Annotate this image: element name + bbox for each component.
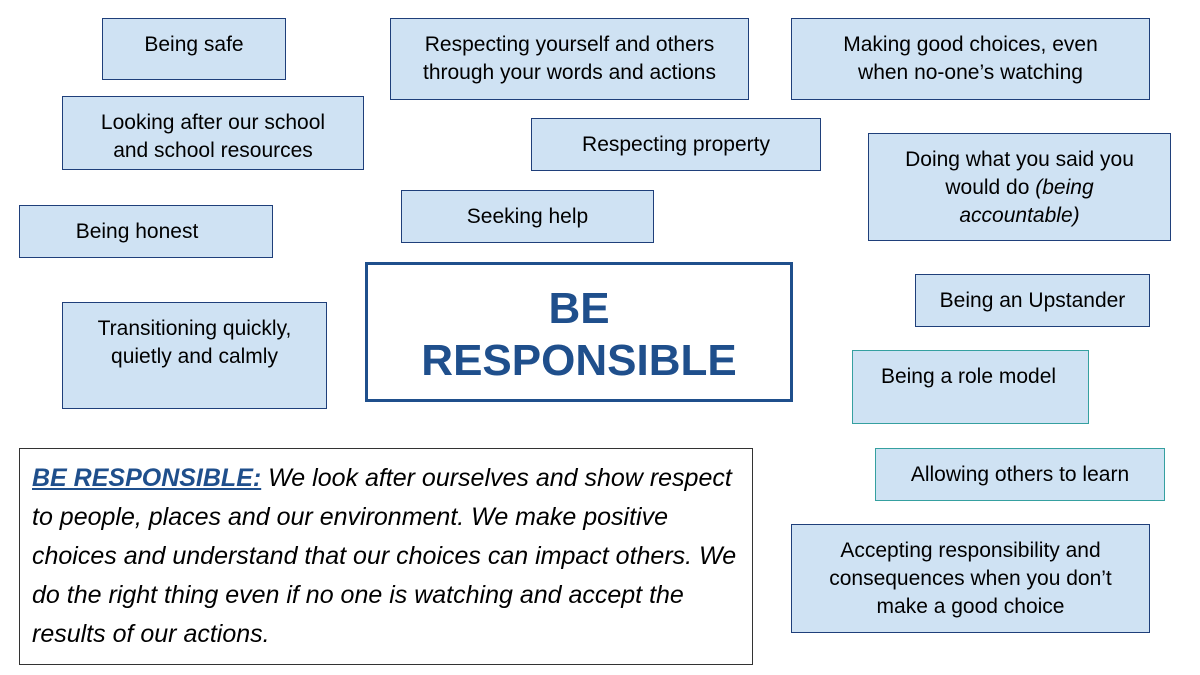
box-text: Doing what you said you: [905, 148, 1134, 171]
box-text-italic: (being: [1035, 176, 1094, 199]
description-box: BE RESPONSIBLE: We look after ourselves …: [19, 448, 753, 665]
box-respecting-property: Respecting property: [531, 118, 821, 171]
box-allowing-others: Allowing others to learn: [875, 448, 1165, 501]
box-text: Seeking help: [466, 205, 589, 228]
box-text: Transitioning quickly,: [97, 317, 292, 340]
title-line: BE: [548, 284, 610, 333]
box-text: Respecting property: [582, 133, 770, 156]
box-accepting-responsibility: Accepting responsibility and consequence…: [791, 524, 1150, 633]
box-making-good-choices: Making good choices, even when no-one’s …: [791, 18, 1150, 100]
box-text: Accepting responsibility and: [840, 539, 1101, 562]
box-text: Being honest: [75, 220, 199, 243]
box-text: Being safe: [144, 33, 244, 56]
box-being-safe: Being safe: [102, 18, 286, 80]
box-text: consequences when you don’t: [829, 567, 1112, 590]
box-text: through your words and actions: [422, 61, 716, 84]
box-text: Being a role model: [880, 365, 1057, 388]
box-text: Respecting yourself and others: [424, 33, 715, 56]
box-text-italic: accountable): [959, 204, 1080, 227]
box-looking-after-school: Looking after our school and school reso…: [62, 96, 364, 170]
box-text: Making good choices, even: [843, 33, 1098, 56]
box-text-line2: would do (being: [869, 174, 1170, 202]
box-text: Looking after our school: [100, 111, 326, 134]
title-be-responsible: BE RESPONSIBLE: [365, 262, 793, 402]
box-text: and school resources: [113, 139, 313, 162]
box-text: quietly and calmly: [111, 345, 278, 368]
box-text: Allowing others to learn: [910, 463, 1130, 486]
box-doing-what-you-said: Doing what you said you would do (being …: [868, 133, 1171, 241]
box-being-upstander: Being an Upstander: [915, 274, 1150, 327]
box-transitioning: Transitioning quickly, quietly and calml…: [62, 302, 327, 409]
description-heading: BE RESPONSIBLE:: [32, 464, 262, 492]
title-line: RESPONSIBLE: [421, 336, 737, 385]
description-text: We look after ourselves and show respect…: [32, 464, 737, 648]
box-text: make a good choice: [876, 595, 1065, 618]
box-text: when no-one’s watching: [858, 61, 1083, 84]
box-respecting-yourself: Respecting yourself and others through y…: [390, 18, 749, 100]
box-seeking-help: Seeking help: [401, 190, 654, 243]
box-role-model: Being a role model: [852, 350, 1089, 424]
box-text: Being an Upstander: [939, 289, 1126, 312]
box-text: would do: [945, 176, 1036, 199]
box-being-honest: Being honest: [19, 205, 273, 258]
